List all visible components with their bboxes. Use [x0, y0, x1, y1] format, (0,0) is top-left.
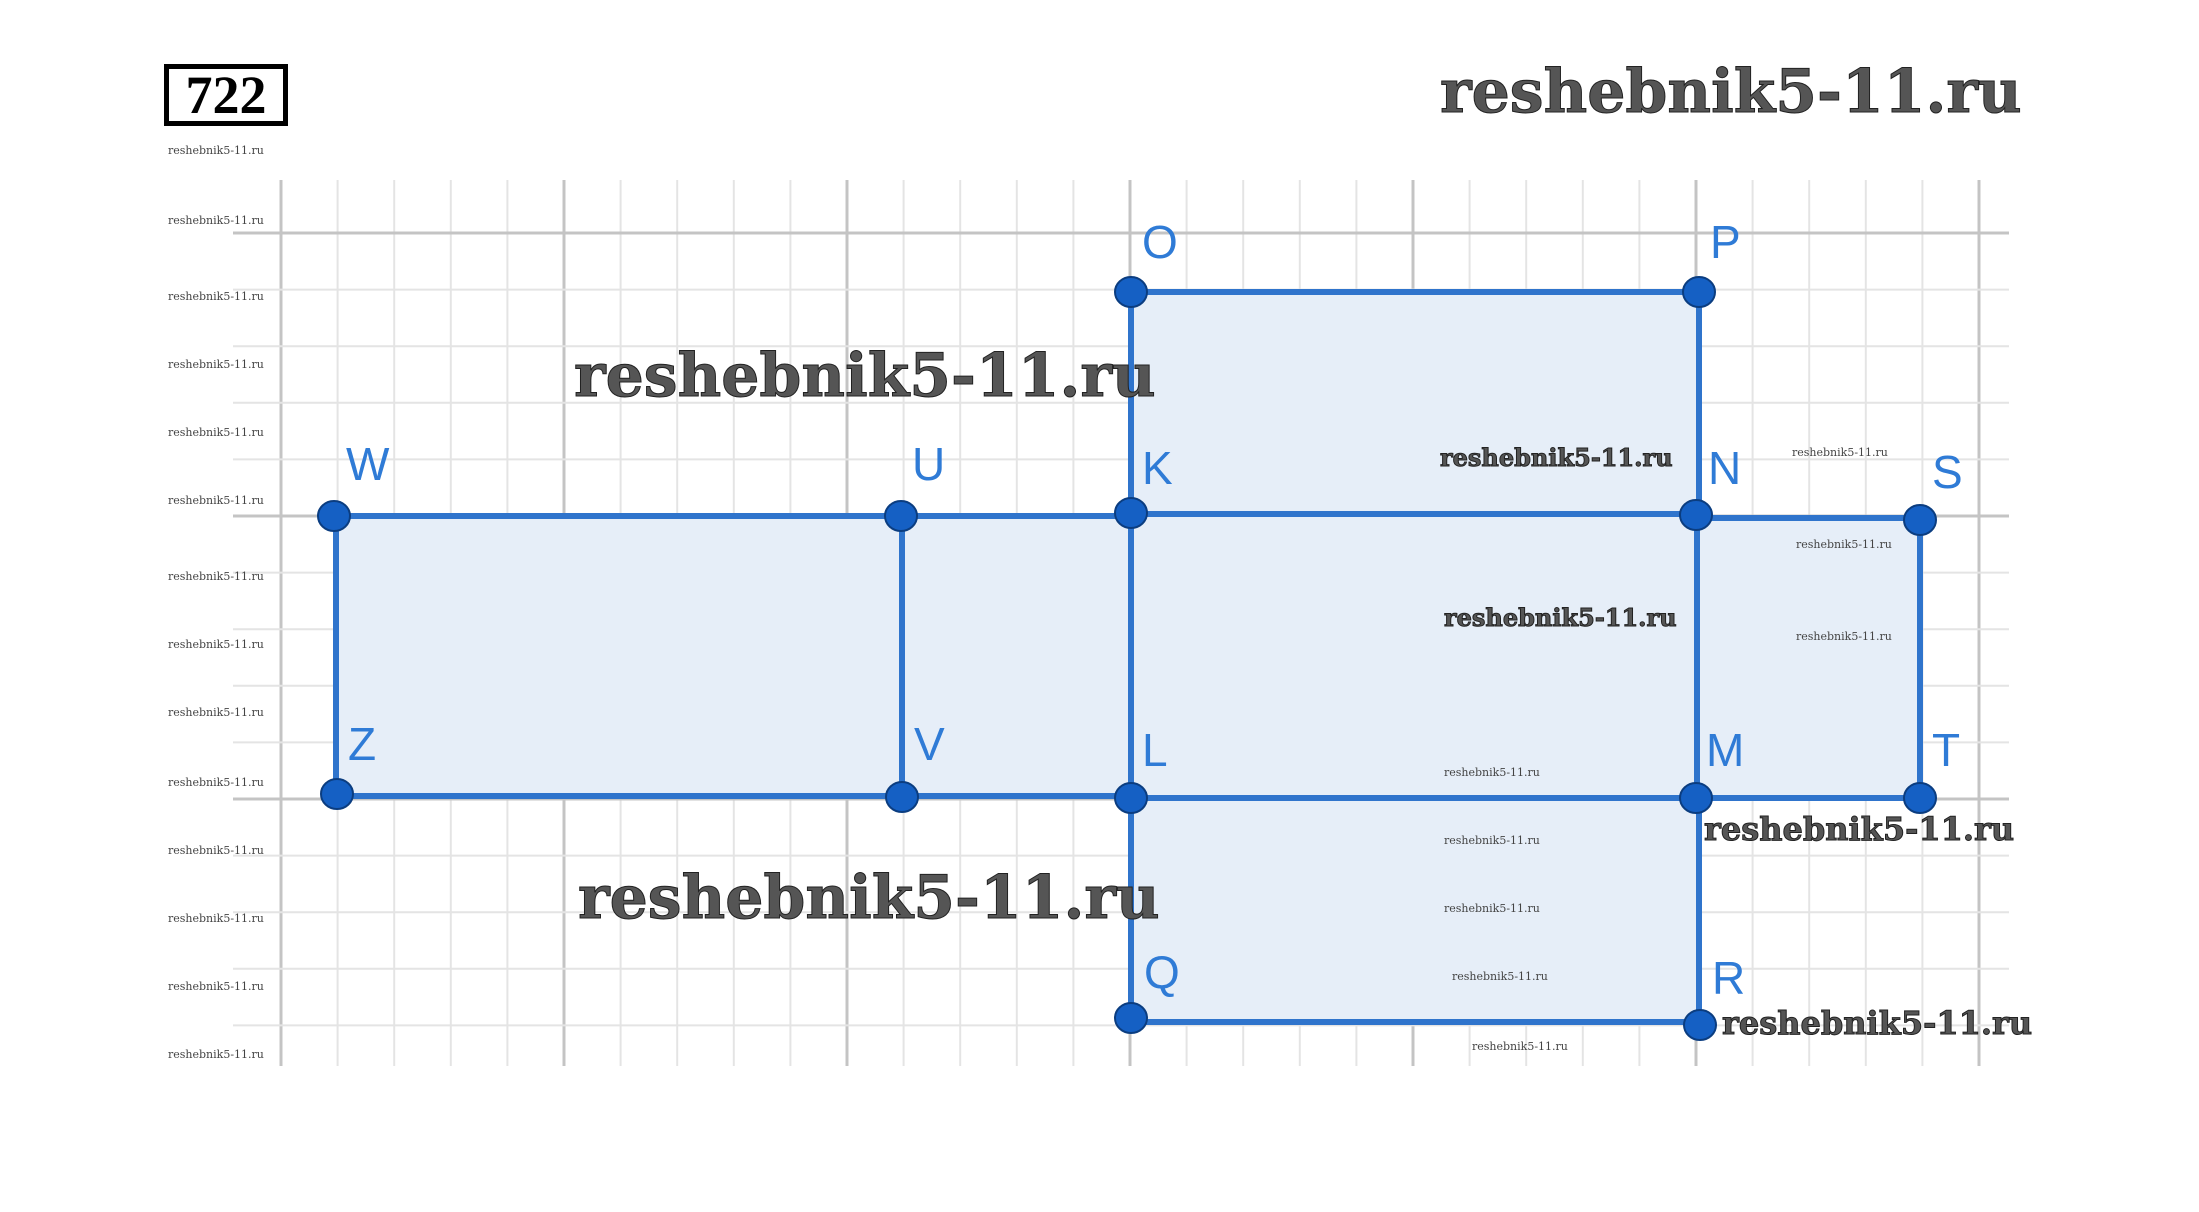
label-S: S: [1932, 446, 1963, 498]
watermark-small: reshebnik5-11.ru: [168, 358, 264, 371]
watermark: reshebnik5-11.ru: [1440, 443, 1673, 472]
watermark-small: reshebnik5-11.ru: [168, 144, 264, 157]
vertex-point: [884, 500, 918, 532]
vertex-point: [1682, 276, 1716, 308]
watermark: reshebnik5-11.ru: [1722, 1004, 2032, 1042]
face-klnm: [1128, 511, 1700, 801]
vertex-point: [1114, 497, 1148, 529]
face-wuzv: [333, 513, 905, 799]
label-P: P: [1710, 216, 1741, 268]
label-K: K: [1142, 442, 1173, 494]
watermark-small: reshebnik5-11.ru: [168, 290, 264, 303]
watermark: reshebnik5-11.ru: [578, 863, 1160, 933]
label-Q: Q: [1144, 946, 1180, 998]
vertex-point: [1903, 504, 1937, 536]
face-ukvl: [899, 513, 1134, 799]
watermark-small: reshebnik5-11.ru: [1444, 766, 1540, 779]
watermark-small: reshebnik5-11.ru: [168, 638, 264, 651]
face-nstm: [1694, 515, 1923, 801]
watermark-small: reshebnik5-11.ru: [1792, 446, 1888, 459]
vertex-point: [1114, 1002, 1148, 1034]
label-L: L: [1142, 724, 1168, 776]
vertex-point: [885, 781, 919, 813]
face-okpn: [1128, 289, 1702, 517]
vertex-point: [1114, 276, 1148, 308]
vertex-point: [317, 500, 351, 532]
watermark: reshebnik5-11.ru: [1440, 57, 2022, 127]
watermark-small: reshebnik5-11.ru: [168, 980, 264, 993]
problem-number: 722: [164, 64, 288, 126]
vertex-point: [320, 778, 354, 810]
watermark-small: reshebnik5-11.ru: [168, 494, 264, 507]
vertex-point: [1679, 499, 1713, 531]
vertex-point: [1903, 782, 1937, 814]
watermark: reshebnik5-11.ru: [1444, 603, 1677, 632]
watermark-small: reshebnik5-11.ru: [168, 426, 264, 439]
label-T: T: [1932, 724, 1960, 776]
label-N: N: [1708, 442, 1741, 494]
label-U: U: [912, 438, 945, 490]
watermark-small: reshebnik5-11.ru: [1444, 834, 1540, 847]
watermark-small: reshebnik5-11.ru: [1444, 902, 1540, 915]
watermark-small: reshebnik5-11.ru: [168, 1048, 264, 1061]
point-labels: O P W U K N S Z V L M T Q R: [346, 216, 1963, 1004]
label-R: R: [1712, 952, 1745, 1004]
net-faces: [333, 289, 1923, 1025]
watermark-small: reshebnik5-11.ru: [168, 706, 264, 719]
watermark-small: reshebnik5-11.ru: [168, 912, 264, 925]
vertex-point: [1679, 782, 1713, 814]
label-Z: Z: [348, 718, 376, 770]
watermark-small: reshebnik5-11.ru: [1796, 630, 1892, 643]
small-watermarks: reshebnik5-11.ru reshebnik5-11.ru reshebni…: [168, 144, 1892, 1061]
watermark: reshebnik5-11.ru: [1704, 810, 2014, 848]
watermark-small: reshebnik5-11.ru: [168, 214, 264, 227]
watermarks: reshebnik5-11.ru reshebnik5-11.ru resheb…: [574, 57, 2033, 1043]
vertices: [317, 276, 1937, 1041]
label-V: V: [914, 718, 945, 770]
watermark-small: reshebnik5-11.ru: [1452, 970, 1548, 983]
vertex-point: [1114, 782, 1148, 814]
watermark-small: reshebnik5-11.ru: [1472, 1040, 1568, 1053]
label-W: W: [346, 438, 390, 490]
watermark-small: reshebnik5-11.ru: [168, 844, 264, 857]
label-M: M: [1706, 724, 1744, 776]
watermark-small: reshebnik5-11.ru: [168, 776, 264, 789]
face-lmqr: [1128, 795, 1702, 1025]
label-O: O: [1142, 216, 1178, 268]
watermark: reshebnik5-11.ru: [574, 341, 1156, 411]
vertex-point: [1683, 1009, 1717, 1041]
watermark-small: reshebnik5-11.ru: [1796, 538, 1892, 551]
watermark-small: reshebnik5-11.ru: [168, 570, 264, 583]
